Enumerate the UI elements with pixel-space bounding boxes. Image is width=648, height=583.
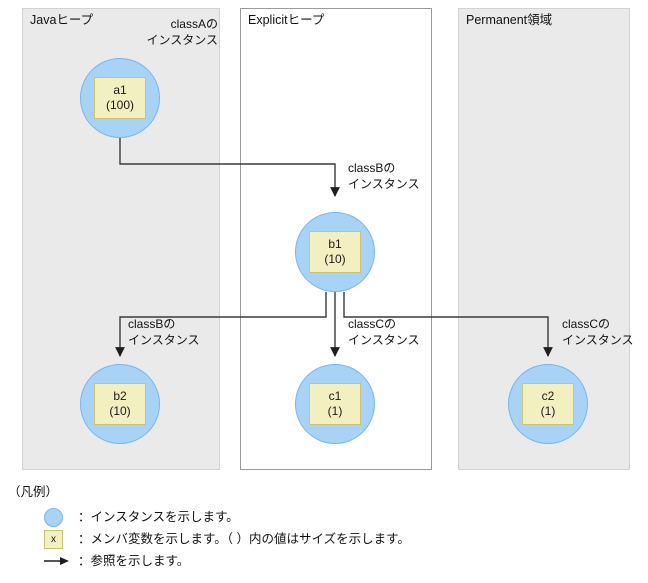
arrow-icon bbox=[44, 551, 70, 571]
legend-reference-text: ：参照を示します。 bbox=[78, 554, 190, 568]
annotation-classB-instance-b1: classBの インスタンス bbox=[348, 160, 458, 192]
member-variable-c2: c2 (1) bbox=[522, 383, 574, 425]
member-variable-c1: c1 (1) bbox=[309, 383, 361, 425]
annotation-classA-instance: classAの インスタンス bbox=[110, 16, 218, 48]
legend-member-text: ：メンバ変数を示します。（ ）内の値はサイズを示します。 bbox=[78, 532, 410, 546]
member-name: a1 bbox=[113, 83, 127, 97]
instance-a1[interactable]: a1 (100) bbox=[80, 58, 160, 138]
member-square-icon: x bbox=[44, 529, 70, 549]
annotation-line-1: classBの bbox=[128, 317, 176, 331]
annotation-classC-instance-c1: classCの インスタンス bbox=[348, 316, 454, 348]
legend: （凡例） ：インスタンスを示します。 x ：メンバ変数を示します。（ ）内の値は… bbox=[6, 484, 648, 572]
member-variable-a1: a1 (100) bbox=[94, 77, 146, 119]
region-title-explicit-heap: Explicitヒープ bbox=[248, 13, 325, 27]
member-name: b2 bbox=[113, 389, 127, 403]
member-size: (100) bbox=[105, 98, 134, 112]
annotation-line-2: インスタンス bbox=[562, 333, 634, 347]
annotation-line-1: classCの bbox=[562, 317, 611, 331]
member-name: b1 bbox=[328, 237, 342, 251]
member-size: (10) bbox=[324, 252, 346, 266]
instance-c2[interactable]: c2 (1) bbox=[508, 364, 588, 444]
annotation-line-2: インスタンス bbox=[146, 33, 218, 47]
instance-c1[interactable]: c1 (1) bbox=[295, 364, 375, 444]
annotation-line-2: インスタンス bbox=[348, 333, 420, 347]
member-name: c2 bbox=[541, 389, 555, 403]
instance-b1[interactable]: b1 (10) bbox=[295, 212, 375, 292]
member-size: (1) bbox=[540, 404, 556, 418]
annotation-classC-instance-c2: classCの インスタンス bbox=[562, 316, 648, 348]
region-title-java-heap: Javaヒープ bbox=[30, 13, 94, 27]
legend-row-member: x ：メンバ変数を示します。（ ）内の値はサイズを示します。 bbox=[44, 528, 648, 550]
member-name: c1 bbox=[328, 389, 342, 403]
member-variable-b2: b2 (10) bbox=[94, 383, 146, 425]
legend-instance-text: ：インスタンスを示します。 bbox=[78, 510, 239, 524]
legend-row-reference: ：参照を示します。 bbox=[44, 550, 648, 572]
member-square-label: x bbox=[44, 529, 63, 549]
region-title-permanent-area: Permanent領域 bbox=[466, 13, 553, 27]
instance-circle-icon bbox=[44, 507, 70, 527]
member-size: (10) bbox=[109, 404, 131, 418]
annotation-line-1: classCの bbox=[348, 317, 397, 331]
instance-b2[interactable]: b2 (10) bbox=[80, 364, 160, 444]
annotation-line-1: classAの bbox=[170, 17, 218, 31]
member-variable-b1: b1 (10) bbox=[309, 231, 361, 273]
annotation-line-1: classBの bbox=[348, 161, 396, 175]
legend-row-instance: ：インスタンスを示します。 bbox=[44, 506, 648, 528]
legend-title: （凡例） bbox=[8, 485, 59, 499]
annotation-line-2: インスタンス bbox=[348, 177, 420, 191]
annotation-classB-instance-b2: classBの インスタンス bbox=[128, 316, 234, 348]
member-size: (1) bbox=[327, 404, 343, 418]
annotation-line-2: インスタンス bbox=[128, 333, 200, 347]
